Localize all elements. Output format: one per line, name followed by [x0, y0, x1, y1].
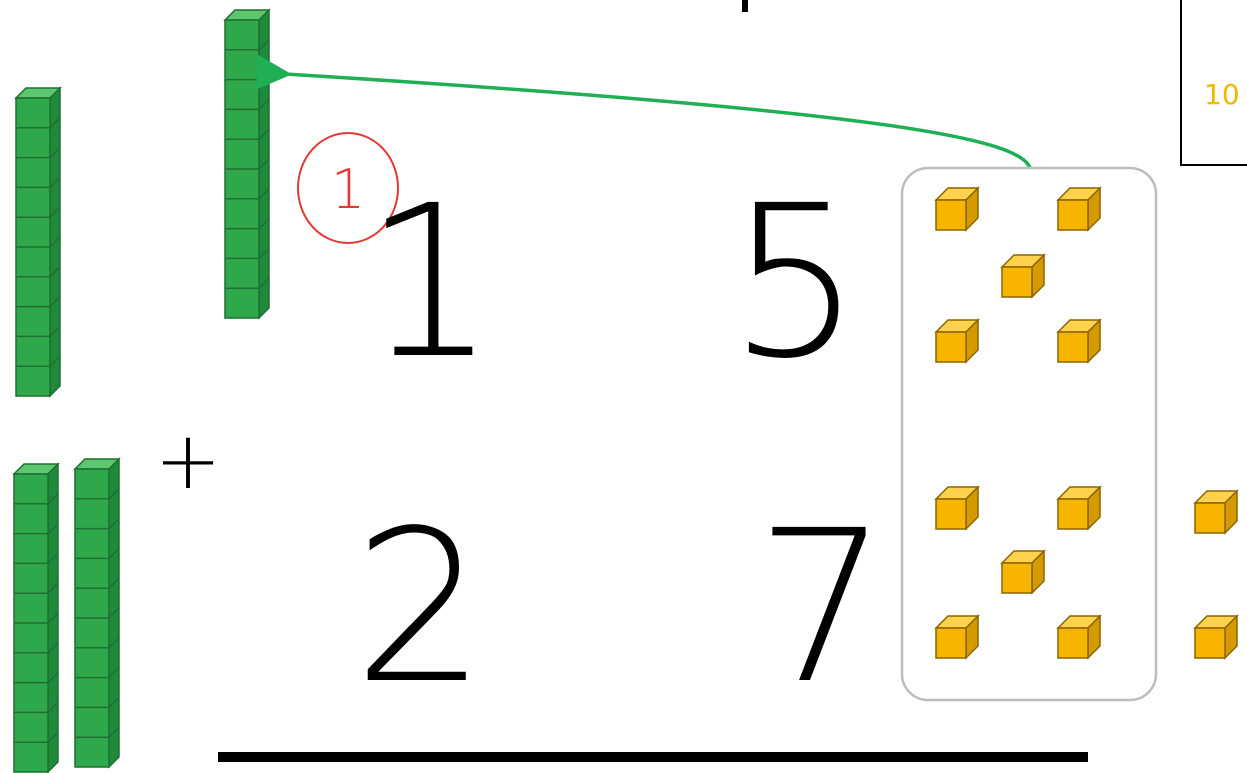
operator: + [154, 414, 221, 507]
ten-rod-icon [15, 87, 61, 397]
top-tens-digit: 1 [363, 160, 497, 405]
unit-cube-icon [1057, 615, 1101, 659]
unit-cube-icon [1194, 490, 1238, 534]
unit-cube-icon [935, 319, 979, 363]
unit-cube-icon [1001, 254, 1045, 298]
unit-cube-icon [935, 187, 979, 231]
unit-cube-icon [1001, 550, 1045, 594]
unit-cube-icon [935, 486, 979, 530]
ten-rod-icon [13, 463, 59, 773]
unit-cube-icon [935, 615, 979, 659]
top-ones-digit: 5 [728, 160, 862, 405]
ten-rod-icon [74, 458, 120, 768]
place-value-label: 10 [1204, 78, 1240, 111]
sum-line [218, 752, 1088, 762]
unit-cube-icon [1057, 319, 1101, 363]
place-value-label-box: 10 [1180, 0, 1247, 166]
unit-cube-icon [1057, 187, 1101, 231]
carry-circle [297, 132, 399, 244]
ten-rod-icon [224, 9, 270, 319]
carry-arrow-icon [255, 54, 1032, 169]
unit-cube-icon [1194, 615, 1238, 659]
unit-cube-icon [1057, 486, 1101, 530]
bottom-tens-digit: 2 [353, 485, 487, 730]
ones-group-outline [900, 166, 1158, 702]
bottom-ones-digit: 7 [755, 485, 889, 730]
carry-digit: 1 [331, 158, 365, 221]
